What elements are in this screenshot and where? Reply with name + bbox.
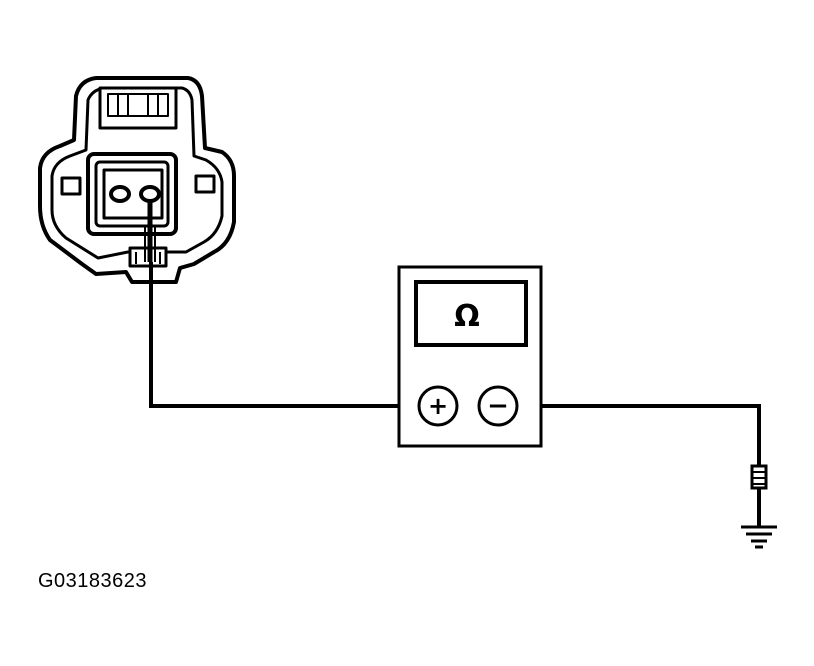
- meter-display-symbol: Ω: [454, 299, 480, 334]
- meter-display: [414, 280, 528, 347]
- connector-icon: [38, 76, 236, 284]
- ground-clip: [750, 464, 768, 526]
- figure-id: G03183623: [38, 570, 148, 592]
- meter-positive-terminal: [417, 385, 459, 427]
- wire-negative: [518, 404, 761, 466]
- meter-negative-symbol: −: [487, 391, 509, 421]
- test-probe: [144, 201, 156, 262]
- ground-icon: [741, 525, 777, 549]
- ohmmeter-icon: Ω + −: [397, 265, 543, 448]
- meter-negative-terminal: [477, 385, 519, 427]
- wire-positive: [149, 262, 420, 408]
- meter-positive-symbol: +: [428, 392, 448, 420]
